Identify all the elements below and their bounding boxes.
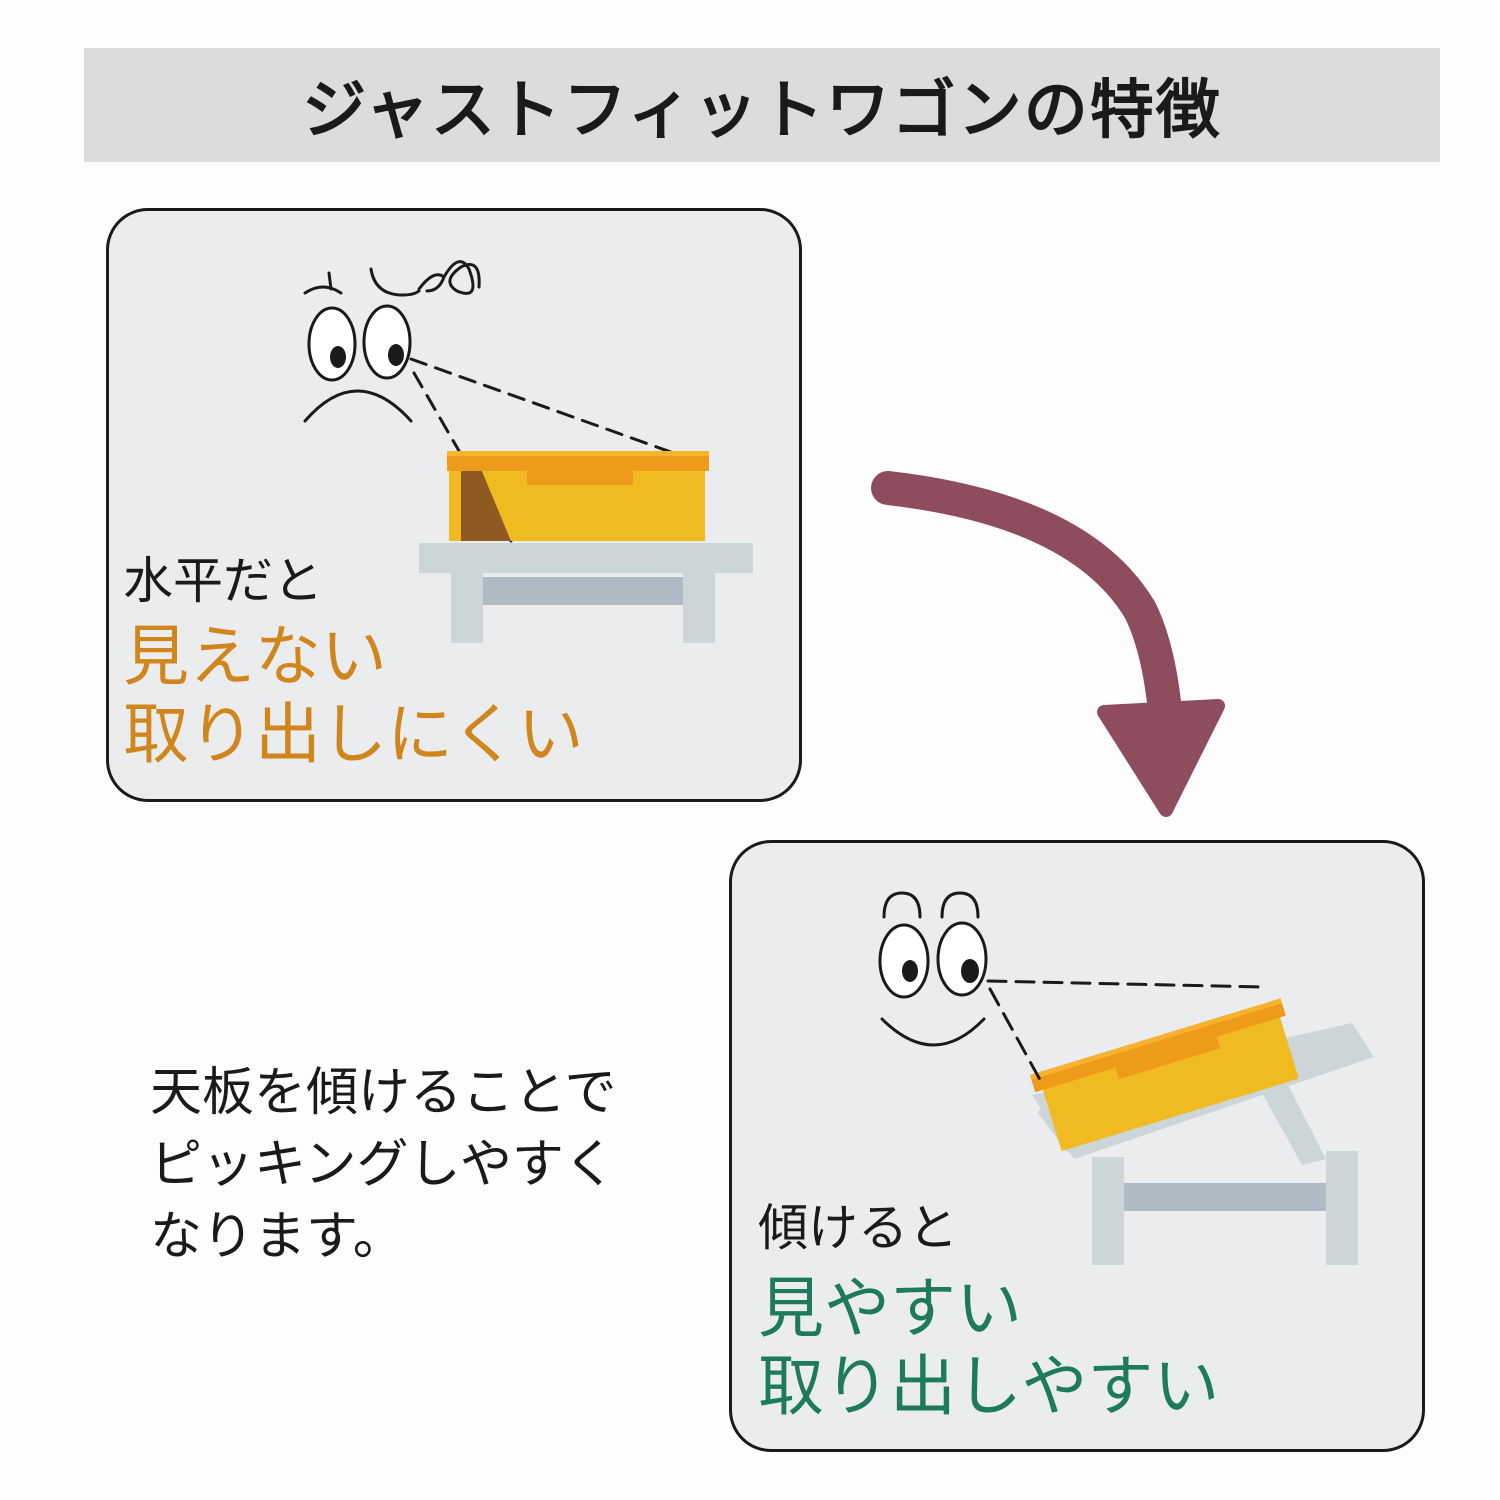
caption-hard-to-pick: 取り出しにくい <box>123 695 584 774</box>
wagon-horizontal <box>419 543 753 643</box>
page-title: ジャストフィットワゴンの特徴 <box>302 59 1222 151</box>
caption-tilted: 傾けると <box>758 1198 958 1258</box>
title-bar: ジャストフィットワゴンの特徴 <box>84 48 1440 162</box>
caption-horizontal: 水平だと <box>123 551 323 611</box>
panel-horizontal: 水平だと 見えない 取り出しにくい <box>106 208 802 802</box>
panel-tilted: 傾けると 見やすい 取り出しやすい <box>729 840 1425 1452</box>
caption-invisible: 見えない <box>123 617 387 696</box>
container-box <box>1030 998 1305 1153</box>
description: 天板を傾けることで ピッキングしやすく なります。 <box>150 1058 616 1273</box>
caption-easy-to-pick: 取り出しやすい <box>758 1347 1219 1426</box>
description-line: 天板を傾けることで <box>150 1058 616 1130</box>
caption-visible: 見やすい <box>758 1269 1022 1348</box>
curved-arrow-icon <box>860 460 1240 840</box>
description-line: なります。 <box>150 1202 616 1274</box>
container-box <box>447 451 709 541</box>
description-line: ピッキングしやすく <box>150 1130 616 1202</box>
